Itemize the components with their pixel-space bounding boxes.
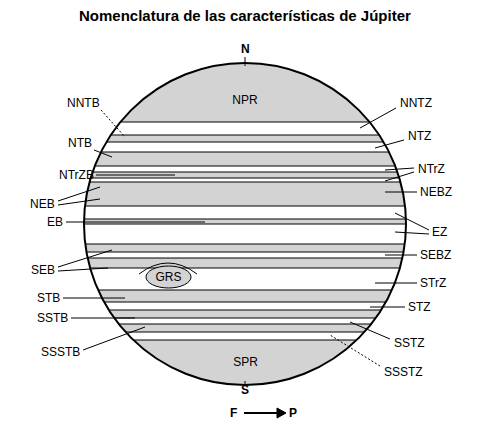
band-label: NTrZB [59,168,94,182]
band-label: N [241,42,250,56]
region-name: SPR [233,355,258,369]
band-label: STB [37,291,60,305]
band-label: SSSTZ [384,365,423,379]
storm-oval: GRS [145,265,192,289]
band-label: NTrZ [418,162,445,176]
band-label: NNTZ [400,96,432,110]
band-label: SSSTB [41,345,80,359]
band-label: SSTB [37,311,68,325]
band-label: NEB [30,197,55,211]
planet-outline [84,63,406,385]
band-label: STZ [408,300,431,314]
band-label: STrZ [420,276,446,290]
region-name: GRS [155,270,181,284]
band-label: NTZ [408,129,431,143]
band-label: EB [47,215,63,229]
band-label: SEBZ [420,248,451,262]
diagram-title: Nomenclatura de las características de J… [79,7,411,25]
planet-bands [80,60,410,390]
polar-region: NPR [227,91,263,109]
band-label: EZ [432,225,447,239]
band-label: SSTZ [394,336,425,350]
polar-region: SPR [228,353,263,371]
band-label: SEB [31,263,55,277]
band-label: P [289,406,297,420]
band-label: NNTB [67,96,100,110]
band-label: NEBZ [420,185,452,199]
region-name: NPR [232,93,257,107]
band-label: NTB [68,136,92,150]
band-label: F [230,406,237,420]
leader-lines [58,57,429,418]
band-label: S [241,383,249,397]
